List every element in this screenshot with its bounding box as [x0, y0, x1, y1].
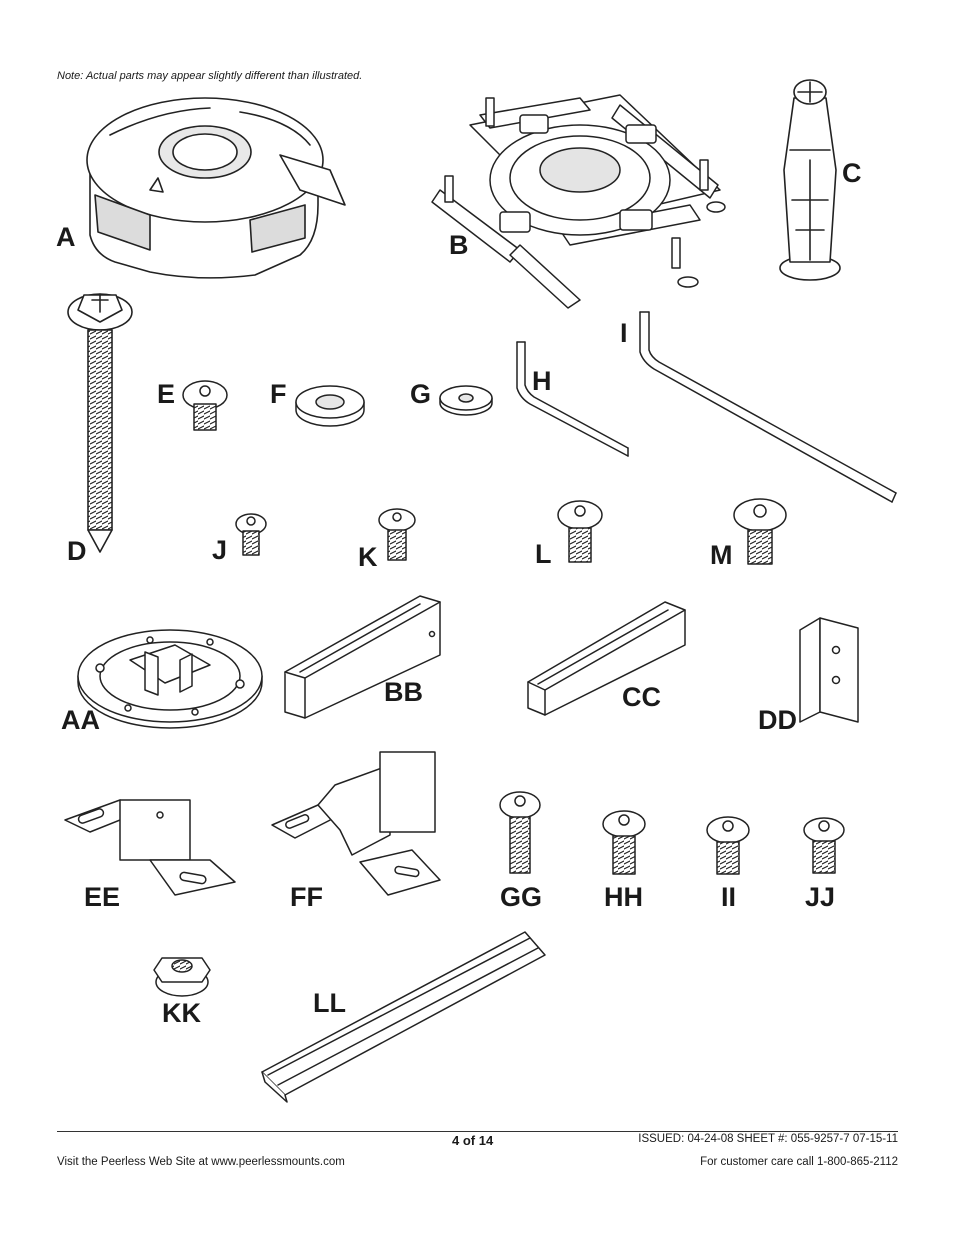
channel-rail-icon — [527, 601, 686, 716]
washer-icon — [295, 385, 365, 427]
channel-rail-icon — [284, 595, 441, 719]
part-label-d: D — [67, 536, 87, 566]
part-label-j: J — [212, 535, 228, 565]
screw-icon — [182, 380, 228, 431]
page-number: 4 of 14 — [452, 1133, 494, 1148]
part-label-jj: JJ — [805, 882, 836, 912]
part-label-h: H — [532, 366, 552, 396]
screw-icon — [803, 817, 845, 874]
slotted-bracket-icon — [64, 799, 236, 896]
issued-info: ISSUED: 04-24-08 SHEET #: 055-9257-7 07-… — [638, 1133, 898, 1145]
screw-icon — [235, 513, 267, 556]
part-label-ee: EE — [84, 882, 121, 912]
footer-rule — [57, 1131, 898, 1132]
note-text: Note: Actual parts may appear slightly d… — [57, 70, 363, 82]
customer-care-text: For customer care call 1-800-865-2112 — [700, 1156, 898, 1168]
part-label-cc: CC — [622, 682, 661, 712]
washer-icon — [439, 385, 493, 416]
part-label-ii: II — [721, 882, 737, 912]
part-label-e: E — [157, 379, 176, 409]
part-label-l: L — [535, 539, 552, 569]
part-label-hh: HH — [604, 882, 643, 912]
screw-icon — [557, 500, 603, 563]
part-label-aa: AA — [61, 705, 100, 735]
part-label-kk: KK — [162, 998, 201, 1028]
lag-bolt-icon — [67, 293, 133, 553]
ceiling-plate-icon — [77, 629, 263, 729]
ceiling-adapter-ring-icon — [86, 97, 346, 279]
hex-key-icon — [639, 311, 897, 503]
screw-icon — [733, 498, 787, 565]
part-label-ll: LL — [313, 988, 346, 1018]
slotted-bracket-icon — [271, 751, 441, 896]
part-label-m: M — [710, 540, 733, 570]
angle-bracket-icon — [799, 617, 859, 723]
part-label-bb: BB — [384, 677, 423, 707]
hex-nut-icon — [153, 957, 211, 997]
part-label-c: C — [842, 158, 862, 188]
part-label-f: F — [270, 379, 287, 409]
part-label-i: I — [620, 318, 628, 348]
screw-icon — [499, 791, 541, 874]
projector-mount-spider-icon — [431, 94, 726, 309]
part-label-a: A — [56, 222, 76, 252]
hex-key-icon — [516, 341, 629, 457]
website-text: Visit the Peerless Web Site at www.peerl… — [57, 1156, 345, 1168]
long-rail-icon — [261, 931, 546, 1103]
part-label-k: K — [358, 542, 378, 572]
wall-anchor-icon — [779, 79, 841, 281]
screw-icon — [378, 508, 416, 561]
part-label-dd: DD — [758, 705, 797, 735]
part-label-g: G — [410, 379, 432, 409]
part-label-gg: GG — [500, 882, 543, 912]
part-label-b: B — [449, 230, 469, 260]
screw-icon — [602, 810, 646, 875]
screw-icon — [706, 816, 750, 875]
part-label-ff: FF — [290, 882, 323, 912]
